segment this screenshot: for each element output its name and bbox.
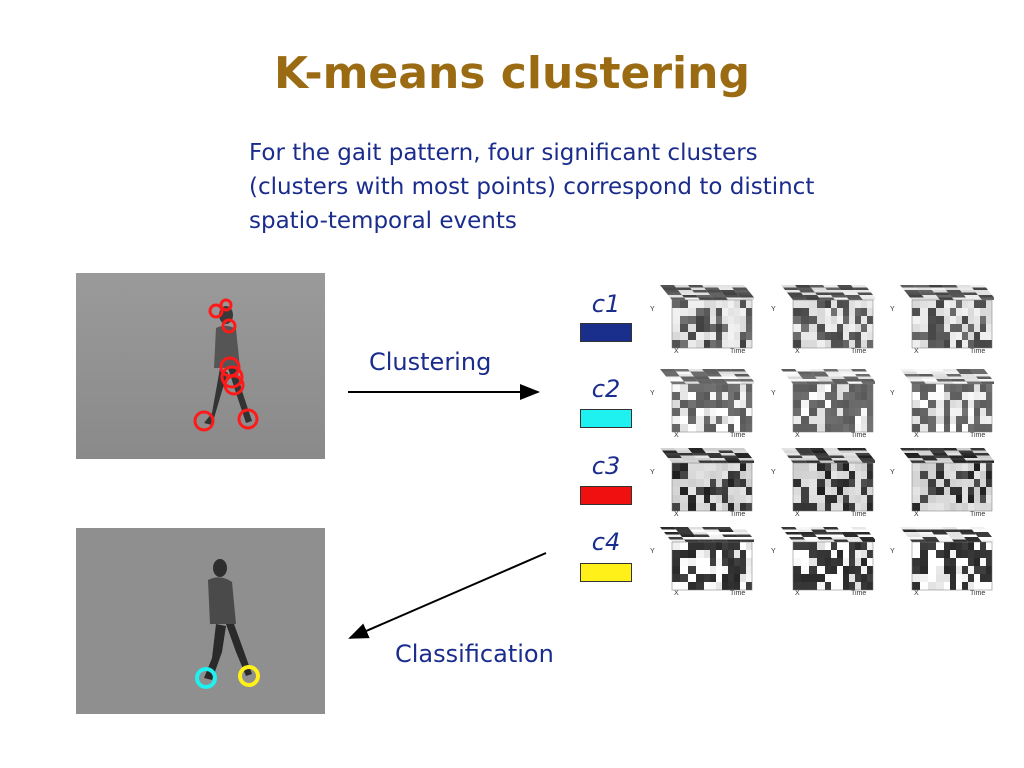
cube-c4-3: Y X Time [890,527,994,597]
cube-c2-3: Y X Time [890,369,994,439]
cube-c2-2: Y X Time [771,369,875,439]
svg-text:X: X [674,590,679,597]
svg-text:Y: Y [650,469,655,476]
cluster-swatch-c4 [580,563,632,582]
svg-text:X: X [914,348,919,355]
svg-text:Time: Time [851,432,866,439]
svg-text:X: X [795,590,800,597]
svg-text:Y: Y [771,469,776,476]
svg-text:Time: Time [851,511,866,518]
cube-c4-1: Y X Time [650,527,754,597]
svg-text:X: X [914,432,919,439]
classification-label: Classification [395,640,554,668]
walker-photo-detections [76,273,325,459]
svg-text:Y: Y [650,548,655,555]
yellow-point-c4 [238,665,260,687]
svg-text:Y: Y [771,306,776,313]
cube-c3-1: Y X Time [650,448,754,518]
svg-text:Time: Time [851,348,866,355]
svg-text:X: X [674,432,679,439]
cube-c1-3: Y X Time [890,285,994,355]
svg-text:X: X [795,511,800,518]
slide-title: K-means clustering [274,48,750,99]
svg-text:X: X [914,590,919,597]
slide-description: For the gait pattern, four significant c… [249,136,979,238]
cube-c3-3: Y X Time [890,448,994,518]
svg-text:Time: Time [970,511,985,518]
svg-text:Y: Y [650,306,655,313]
cube-c2-1: Y X Time [650,369,754,439]
svg-text:X: X [795,348,800,355]
cube-c4-2: Y X Time [771,527,875,597]
svg-text:Y: Y [890,306,895,313]
svg-text:Y: Y [771,390,776,397]
svg-text:Y: Y [771,548,776,555]
description-line-1: For the gait pattern, four significant c… [249,140,758,166]
svg-text:Time: Time [970,432,985,439]
svg-text:X: X [674,348,679,355]
red-detection-circles [193,298,259,432]
cluster-label-c3: c3 [591,452,621,480]
svg-text:Time: Time [970,348,985,355]
walker-photo-classified [76,528,325,714]
cluster-swatch-c3 [580,486,632,505]
cluster-swatch-c1 [580,323,632,342]
description-line-3: spatio-temporal events [249,208,517,234]
cluster-label-c2: c2 [591,375,621,403]
person-figure [204,559,252,680]
description-line-2: (clusters with most points) correspond t… [249,174,815,200]
clustering-label: Clustering [369,348,492,376]
svg-text:Time: Time [730,511,745,518]
cluster-label-c1: c1 [591,290,621,318]
svg-text:Time: Time [730,590,745,597]
cube-c1-2: Y X Time [771,285,875,355]
svg-text:X: X [914,511,919,518]
svg-text:Y: Y [890,469,895,476]
svg-text:Time: Time [730,432,745,439]
svg-text:Y: Y [890,390,895,397]
cluster-label-c4: c4 [591,528,621,556]
cluster-swatch-c2 [580,409,632,428]
svg-text:Y: Y [890,548,895,555]
svg-text:Time: Time [730,348,745,355]
cube-c1-1: Y X Time [650,285,754,355]
cube-c3-2: Y X Time [771,448,875,518]
classification-arrow [348,552,547,639]
svg-text:Time: Time [851,590,866,597]
cyan-point-c2 [195,667,217,689]
svg-text:Time: Time [970,590,985,597]
svg-text:X: X [674,511,679,518]
svg-text:Y: Y [650,390,655,397]
svg-text:X: X [795,432,800,439]
